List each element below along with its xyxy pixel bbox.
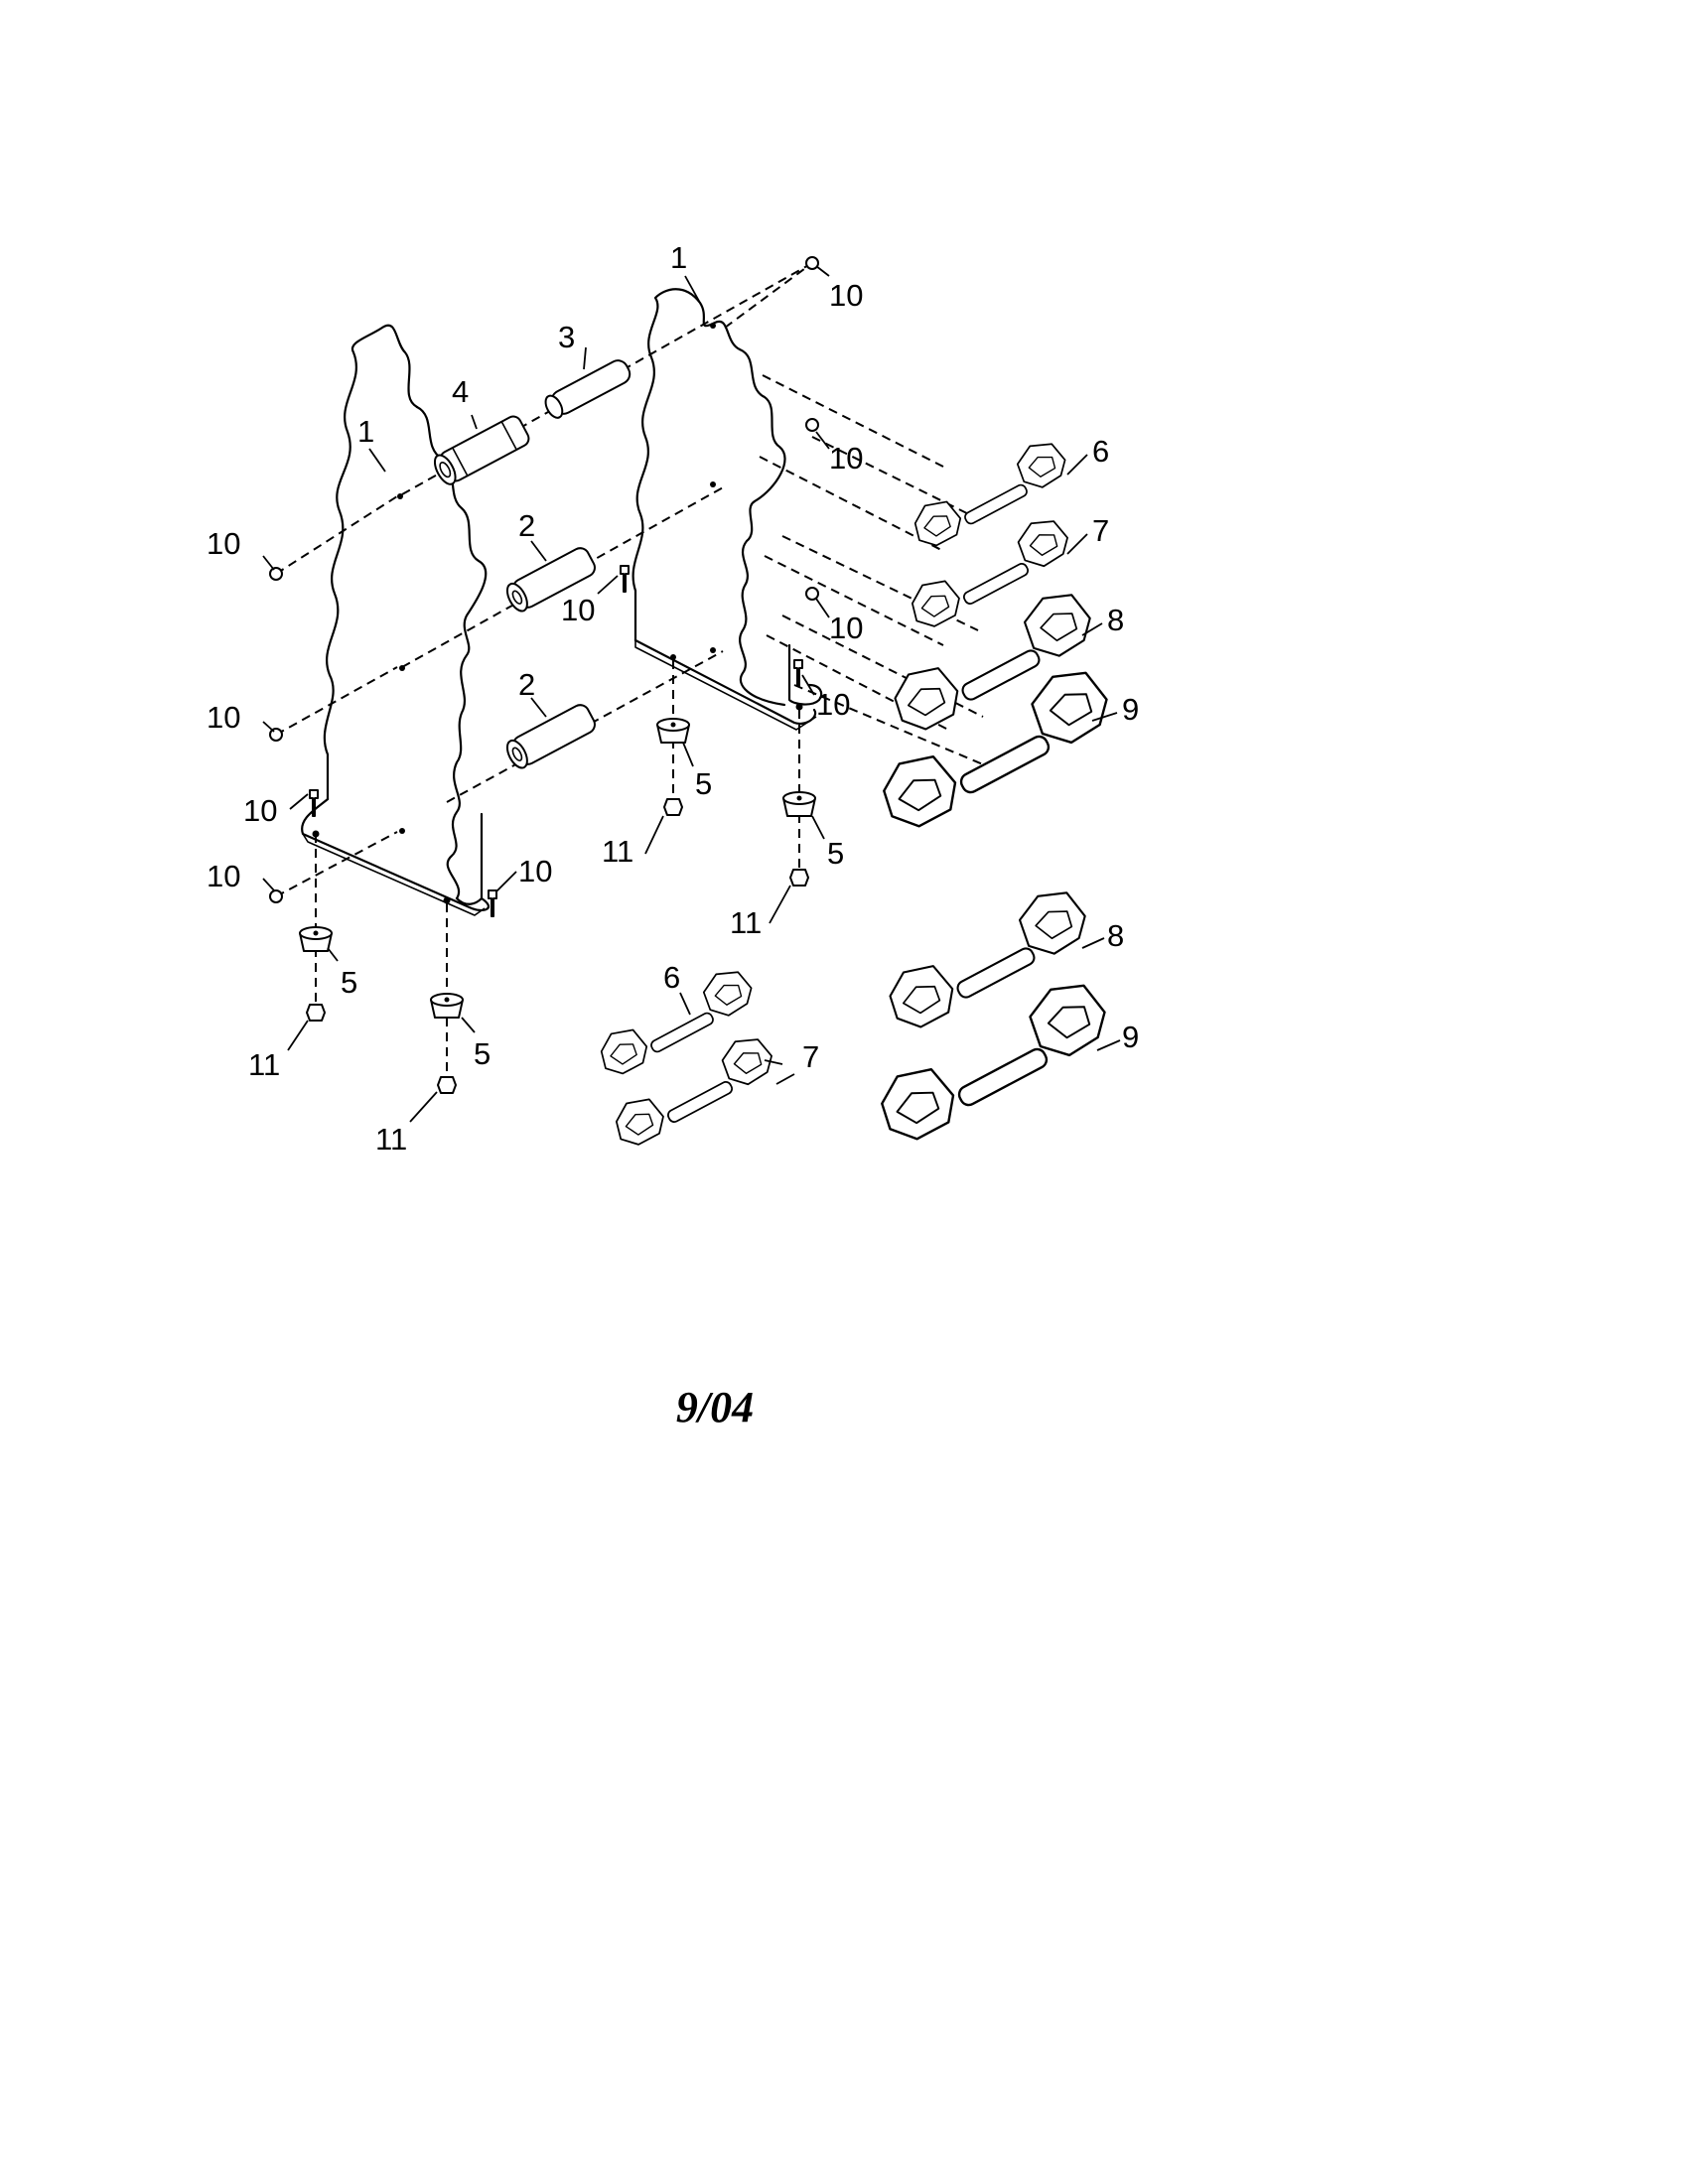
callout-screw-left-front-base: 10 bbox=[518, 854, 552, 888]
callout-dumbbell-loose-7: 7 bbox=[802, 1039, 819, 1074]
callout-right-upright: 1 bbox=[670, 240, 687, 275]
dumbbell-rack-7 bbox=[911, 520, 1068, 627]
callout-screw-left-top: 10 bbox=[207, 526, 240, 561]
callout-nut-right-b: 11 bbox=[730, 905, 762, 940]
callout-foot-right-a: 5 bbox=[695, 766, 712, 801]
callout-screw-left-low: 10 bbox=[243, 793, 277, 828]
right-upright-frame bbox=[632, 288, 823, 731]
callout-dumbbell-rack-7: 7 bbox=[1092, 513, 1109, 548]
left-upright-frame bbox=[301, 324, 490, 916]
dumbbell-loose-7 bbox=[615, 1038, 772, 1146]
callout-dumbbell-rack-8: 8 bbox=[1107, 603, 1124, 637]
callout-screw-right-base: 10 bbox=[816, 687, 850, 722]
callout-nut-right-a: 11 bbox=[602, 834, 633, 869]
tube-knurled bbox=[433, 415, 530, 485]
callout-tube-knurled: 4 bbox=[452, 374, 469, 409]
callout-dumbbell-rack-6: 6 bbox=[1092, 434, 1109, 469]
callout-dumbbell-loose-6: 6 bbox=[663, 960, 680, 995]
callout-foot-left-a: 5 bbox=[341, 965, 357, 1000]
dumbbell-loose-8 bbox=[889, 891, 1086, 1028]
date-code: 9/04 bbox=[675, 1383, 755, 1432]
rubber-foot-icon bbox=[299, 718, 816, 1019]
assembly-lines bbox=[275, 262, 984, 1082]
dumbbell-loose-9 bbox=[881, 984, 1106, 1141]
tube-upper-front bbox=[505, 547, 596, 613]
nut-icon bbox=[306, 798, 809, 1094]
callout-tube-rear: 3 bbox=[558, 320, 575, 354]
screw-icon bbox=[269, 256, 819, 917]
callout-labels: 1 1 3 4 2 2 10 10 10 10 10 10 10 10 10 1… bbox=[207, 240, 1139, 1157]
tube-lower-front bbox=[505, 704, 596, 769]
dumbbell-loose-6 bbox=[600, 971, 753, 1075]
callout-screw-left-mid: 10 bbox=[207, 700, 240, 735]
callout-tube-lower-front: 2 bbox=[518, 667, 535, 702]
callout-dumbbell-loose-9: 9 bbox=[1122, 1020, 1139, 1054]
mounting-holes bbox=[312, 323, 803, 904]
callout-nut-left-b: 11 bbox=[375, 1122, 407, 1157]
callout-nut-left-a: 11 bbox=[248, 1047, 280, 1082]
callout-left-upright: 1 bbox=[357, 414, 374, 449]
callout-screw-right-mid-2: 10 bbox=[829, 611, 863, 645]
callout-screw-left-base: 10 bbox=[207, 859, 240, 893]
callout-screw-top-right: 10 bbox=[829, 278, 863, 313]
callout-dumbbell-rack-9: 9 bbox=[1122, 692, 1139, 727]
dumbbell-rack-9 bbox=[883, 671, 1108, 828]
dumbbell-rack-8 bbox=[894, 594, 1091, 731]
callout-screw-right-center: 10 bbox=[561, 593, 595, 627]
leader-lines bbox=[262, 265, 1121, 1123]
callout-screw-right-mid-1: 10 bbox=[829, 441, 863, 476]
callout-foot-right-b: 5 bbox=[827, 836, 844, 871]
callout-dumbbell-loose-8: 8 bbox=[1107, 918, 1124, 953]
tube-rear bbox=[544, 359, 632, 419]
callout-foot-left-b: 5 bbox=[474, 1036, 491, 1071]
callout-tube-upper-front: 2 bbox=[518, 508, 535, 543]
dumbbell-rack-6 bbox=[913, 443, 1066, 547]
